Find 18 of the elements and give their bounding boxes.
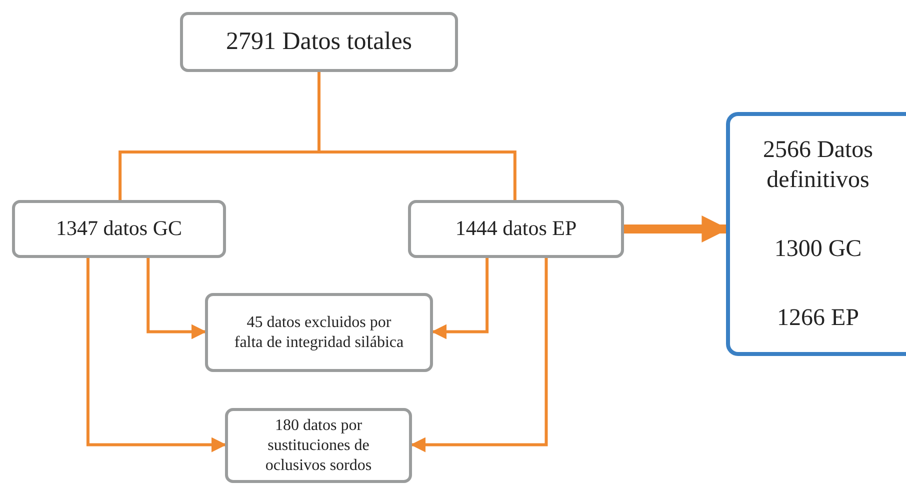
box-label: 1300 GC (774, 234, 862, 264)
box-label: 1347 datos GC (56, 215, 182, 242)
result-panel (726, 112, 906, 356)
box-label: 180 datos por sustituciones de oclusivos sordos (264, 416, 373, 476)
arrow (86, 258, 226, 452)
process-box (180, 12, 458, 72)
box-label: 1444 datos EP (455, 215, 577, 242)
process-box (408, 200, 624, 258)
arrow (432, 258, 489, 340)
box-label: 1266 EP (776, 304, 859, 333)
process-box (205, 293, 433, 372)
box-label: 2791 Datos totales (226, 27, 412, 58)
box-label: 2566 Datos definitivos (762, 136, 874, 196)
arrow (410, 258, 548, 452)
process-box (12, 200, 226, 258)
arrow (146, 258, 206, 340)
process-box (225, 408, 412, 483)
box-label: 45 datos excluidos por falta de integridad silábica (233, 312, 405, 352)
